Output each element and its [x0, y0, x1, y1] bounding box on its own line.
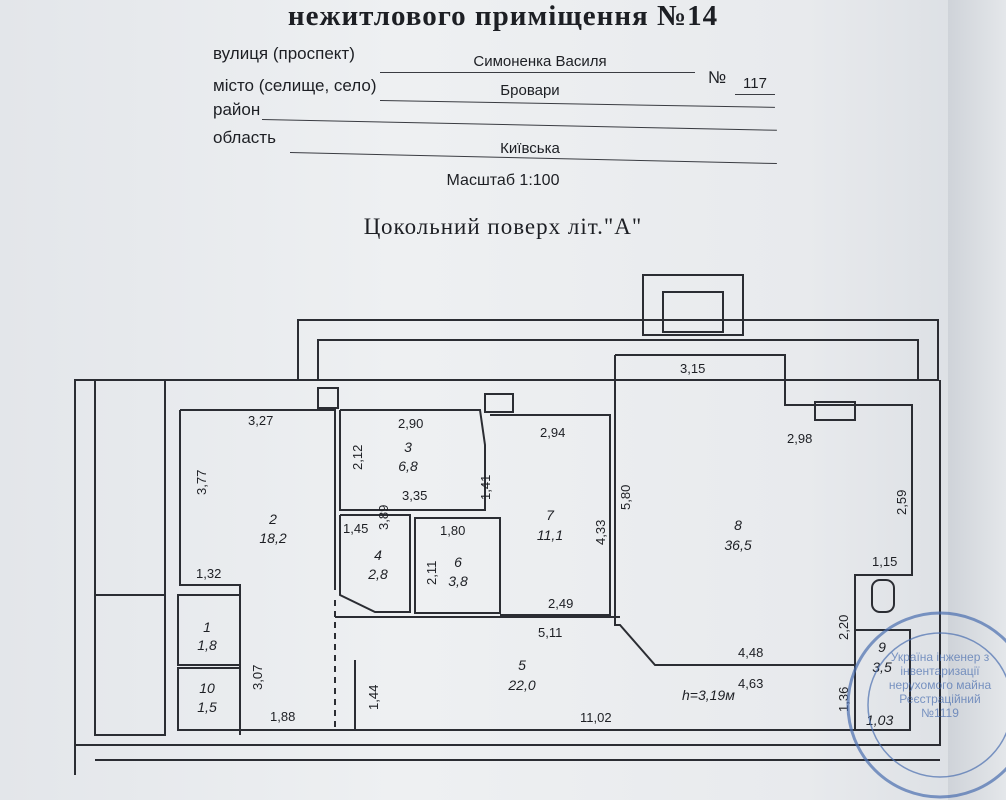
room-10-number: 10: [199, 680, 215, 696]
dimension: 1,15: [872, 554, 897, 569]
dimension: 2,11: [424, 561, 439, 585]
number-line: [735, 94, 775, 95]
dimension: 1,03: [866, 712, 893, 728]
number-label: №: [708, 68, 727, 87]
staircase: [94, 379, 166, 596]
window: [814, 401, 856, 421]
dimension: 2,94: [540, 425, 565, 440]
outer-wall-bottom: [75, 380, 941, 746]
dimension: 3,77: [194, 470, 209, 495]
room-9-area: 3,5: [872, 659, 892, 675]
page-edge: [948, 0, 1006, 800]
room-9-wall: [854, 629, 911, 731]
scale-label: Масштаб 1:100: [446, 172, 560, 189]
walls: [74, 274, 941, 775]
dimension: 4,33: [593, 520, 608, 545]
room-1-wall: [177, 594, 241, 666]
dimension: 1,88: [270, 709, 295, 724]
dimension: 3,07: [250, 665, 265, 690]
window: [484, 393, 514, 413]
dimension: 2,90: [398, 416, 423, 431]
room-10-area: 1,5: [197, 699, 217, 715]
room-6-wall: [414, 517, 501, 614]
dimension: 1,44: [366, 685, 381, 710]
room-6-area: 3,8: [448, 573, 468, 589]
dimension: 1,45: [343, 521, 368, 536]
number-value: 117: [743, 75, 767, 92]
room-10-wall: [177, 667, 241, 731]
outer-wall-left: [74, 379, 298, 775]
room-7-number: 7: [546, 507, 555, 523]
stamp-text: Україна інженер з інвентаризації нерухом…: [888, 650, 992, 720]
room-9-number: 9: [878, 639, 886, 655]
stamp: Україна інженер з інвентаризації нерухом…: [846, 611, 1006, 799]
room-3-number: 3: [404, 439, 412, 455]
room-2-area: 18,2: [259, 530, 286, 546]
room-8-area: 36,5: [724, 537, 751, 553]
dimension: 5,80: [618, 485, 633, 510]
dimension: 3,15: [680, 361, 705, 376]
entrance-box: [642, 274, 744, 336]
room-1-number: 1: [203, 619, 211, 635]
toilet-icon: [871, 579, 895, 613]
dimension: 2,49: [548, 596, 573, 611]
room-2-number: 2: [268, 511, 277, 527]
dimension: 4,63: [738, 676, 763, 691]
dimension: 2,59: [894, 490, 909, 515]
floor-title: Цокольний поверх літ."А": [363, 214, 643, 239]
document-title: нежитлового приміщення №14: [287, 0, 719, 32]
top-band-wall: [297, 319, 939, 381]
dimension: 5,11: [538, 625, 562, 640]
stamp-inner-ring: [867, 632, 1006, 778]
room-3-area: 6,8: [398, 458, 418, 474]
room-4-number: 4: [374, 547, 382, 563]
room-6-number: 6: [454, 554, 462, 570]
street-value: Симоненка Василя: [473, 53, 607, 70]
entrance-inner: [662, 291, 724, 333]
height-note: h=3,19м: [682, 687, 735, 703]
room-3-wall: [339, 409, 486, 511]
room-7-wall: [490, 414, 611, 616]
room-7-area: 11,1: [537, 527, 563, 543]
dimension: 2,98: [787, 431, 812, 446]
room-5-number: 5: [518, 657, 526, 673]
room-labels: 1 1,8 2 18,2 3 6,8 4 2,8 5 22,0 6 3,8 7 …: [197, 439, 892, 715]
district-label: район: [213, 100, 261, 119]
street-line: [380, 72, 695, 73]
dimension: 1,32: [196, 566, 221, 581]
city-value: Бровари: [500, 82, 560, 99]
staircase-lower: [94, 594, 166, 736]
room-5-area: 22,0: [507, 677, 535, 693]
dimension: 3,27: [248, 413, 273, 428]
room-8-wall: [614, 354, 913, 666]
dimension: 1,80: [440, 523, 465, 538]
dimension: 11,02: [580, 710, 612, 725]
stamp-outer-ring: [846, 611, 1006, 799]
room-1-area: 1,8: [197, 637, 217, 653]
region-value: Київська: [500, 140, 560, 157]
room-4-wall: [339, 514, 411, 613]
dimension: 3,35: [402, 488, 427, 503]
dimension-labels: 3,27 3,77 1,32 3,07 1,88 2,90 2,12 3,89 …: [194, 361, 909, 728]
dimension: 3,89: [376, 505, 391, 530]
room-2-wall: [180, 409, 336, 590]
room-8-number: 8: [734, 517, 742, 533]
top-band-inner: [317, 339, 919, 381]
room-4-area: 2,8: [367, 566, 388, 582]
region-label: область: [213, 128, 276, 147]
street-label: вулиця (проспект): [213, 44, 355, 63]
dimension: 1,41: [478, 475, 493, 500]
city-label: місто (селище, село): [213, 76, 377, 95]
dimension: 4,48: [738, 645, 763, 660]
window: [317, 387, 339, 409]
dimension: 2,12: [350, 445, 365, 470]
dimension: 2,20: [836, 615, 851, 640]
